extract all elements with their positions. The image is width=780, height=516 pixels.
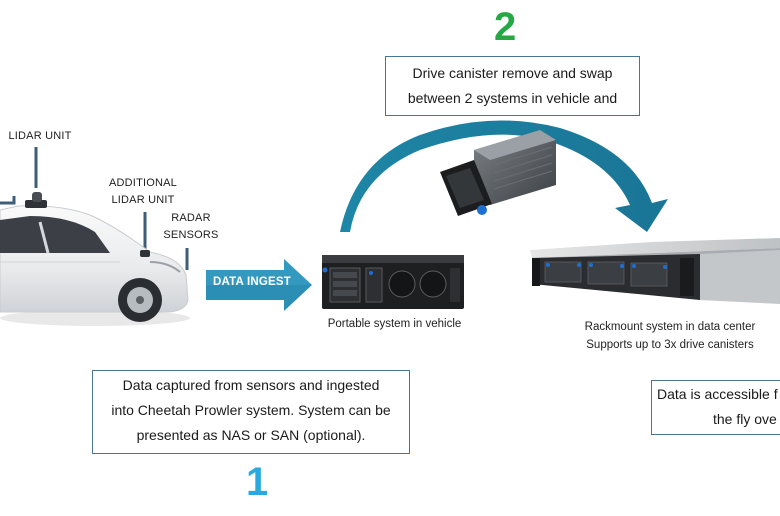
canister-swap-box: Drive canister remove and swap between 2… — [385, 56, 640, 116]
additional-lidar-line-2: LIDAR UNIT — [111, 194, 175, 206]
radar-line-1: RADAR — [171, 212, 211, 224]
swap-arc-arrow — [340, 120, 668, 232]
additional-lidar-label: ADDITIONAL LIDAR UNIT — [104, 175, 182, 209]
data-ingest-arrow — [206, 259, 312, 311]
data-access-line-1: Data is accessible f — [657, 386, 778, 402]
step-two-number: 2 — [494, 5, 517, 49]
step-one-number: 1 — [246, 460, 269, 504]
data-ingest-label: DATA INGEST — [212, 276, 291, 288]
data-capture-line-3: presented as NAS or SAN (optional). — [136, 427, 366, 443]
rack-server-icon — [530, 238, 780, 304]
additional-lidar-line-1: ADDITIONAL — [108, 177, 177, 189]
data-access-box: Data is accessible f the fly ove — [651, 380, 780, 435]
data-capture-box: Data captured from sensors and ingested … — [92, 370, 410, 454]
data-capture-line-2: into Cheetah Prowler system. System can … — [111, 402, 391, 418]
data-access-line-2: the fly ove — [713, 411, 777, 427]
radar-sensors-label: RADAR SENSORS — [160, 210, 222, 244]
radar-line-2: SENSORS — [163, 229, 219, 241]
drive-canister-icon — [440, 130, 556, 216]
lidar-unit-label: LIDAR UNIT — [8, 130, 72, 142]
canister-swap-line-2: between 2 systems in vehicle and — [407, 90, 618, 106]
data-capture-line-1: Data captured from sensors and ingested — [122, 377, 380, 393]
portable-system-caption: Portable system in vehicle — [327, 318, 462, 330]
sensor-connectors — [0, 147, 189, 270]
autonomous-car-icon — [0, 192, 190, 326]
rackmount-caption-line-2: Supports up to 3x drive canisters — [586, 339, 754, 351]
rackmount-caption: Rackmount system in data center Supports… — [580, 318, 760, 354]
portable-server-icon — [322, 255, 464, 309]
canister-swap-line-1: Drive canister remove and swap — [412, 65, 613, 81]
rackmount-caption-line-1: Rackmount system in data center — [584, 321, 756, 333]
